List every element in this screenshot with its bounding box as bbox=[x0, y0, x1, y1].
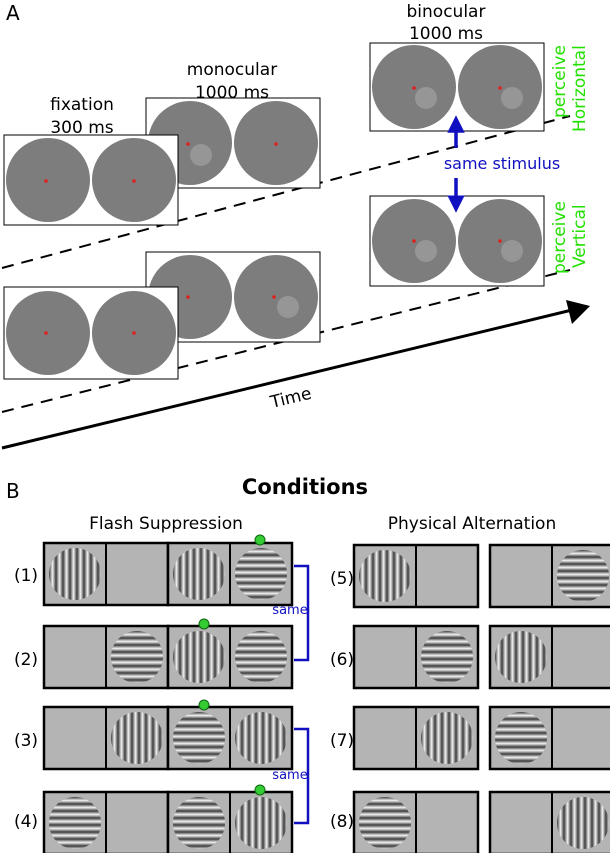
grating-horizontal bbox=[421, 631, 473, 683]
stimulus-frame bbox=[166, 624, 294, 690]
same-label-top: same bbox=[272, 603, 307, 618]
grating-patch-vertical bbox=[415, 87, 437, 109]
stimulus-frame bbox=[42, 624, 170, 690]
time-label: Time bbox=[268, 384, 314, 413]
grating-patch-horizontal bbox=[501, 87, 523, 109]
fixation-frame-bottom bbox=[3, 286, 179, 380]
fixation-label: fixation bbox=[50, 95, 114, 115]
stimulus-frame bbox=[42, 705, 170, 771]
grating-vertical bbox=[235, 797, 287, 849]
grating-vertical bbox=[495, 631, 547, 683]
marker-dot bbox=[198, 699, 210, 711]
grating-vertical bbox=[557, 797, 609, 849]
condition-label-7: (7) bbox=[330, 731, 354, 751]
panel-a-letter: A bbox=[6, 1, 20, 25]
fixation-dot bbox=[498, 86, 502, 90]
gray-disk bbox=[234, 255, 318, 339]
perceive-word-top: perceive bbox=[550, 45, 570, 118]
same-bracket-top bbox=[294, 564, 310, 662]
grating-vertical bbox=[235, 712, 287, 764]
grating-vertical bbox=[359, 550, 411, 602]
fixation-dot bbox=[498, 239, 502, 243]
stimulus-frame bbox=[488, 543, 610, 609]
stimulus-frame bbox=[352, 790, 480, 853]
grating-horizontal bbox=[235, 548, 287, 600]
grating-patch-horizontal bbox=[277, 296, 299, 318]
panel-b-letter: B bbox=[6, 479, 20, 503]
stimulus-frame bbox=[488, 705, 610, 771]
perceive-vertical-label: Vertical bbox=[570, 204, 590, 268]
same-label-bottom: same bbox=[272, 768, 307, 783]
physical-alternation-heading: Physical Alternation bbox=[388, 514, 556, 534]
gray-disk bbox=[6, 138, 90, 222]
grating-vertical bbox=[111, 712, 163, 764]
condition-label-8: (8) bbox=[330, 812, 354, 832]
marker-dot bbox=[254, 534, 266, 546]
binocular-frame-top bbox=[369, 42, 545, 132]
fixation-dot bbox=[412, 239, 416, 243]
grating-horizontal bbox=[235, 631, 287, 683]
marker-dot bbox=[254, 784, 266, 796]
stimulus-frame bbox=[166, 790, 294, 853]
conditions-title: Conditions bbox=[242, 475, 368, 499]
fixation-dot bbox=[272, 295, 276, 299]
gray-disk bbox=[6, 291, 90, 375]
condition-label-4: (4) bbox=[14, 812, 38, 832]
fixation-dot bbox=[186, 295, 190, 299]
dashed-divider-line-bottom bbox=[1, 269, 571, 413]
grating-patch-vertical bbox=[415, 240, 437, 262]
same-bracket-bottom bbox=[294, 727, 310, 825]
fixation-dot bbox=[132, 331, 136, 335]
stimulus-frame bbox=[166, 705, 294, 771]
grating-horizontal bbox=[111, 631, 163, 683]
stimulus-frame bbox=[488, 624, 610, 690]
stimulus-frame bbox=[42, 541, 170, 607]
marker-dot bbox=[198, 618, 210, 630]
stimulus-frame bbox=[166, 541, 294, 607]
condition-label-6: (6) bbox=[330, 650, 354, 670]
grating-horizontal bbox=[359, 797, 411, 849]
grating-horizontal bbox=[173, 797, 225, 849]
fixation-dot bbox=[186, 142, 190, 146]
condition-label-2: (2) bbox=[14, 650, 38, 670]
fixation-dot bbox=[274, 142, 278, 146]
condition-label-3: (3) bbox=[14, 731, 38, 751]
perceive-horizontal-label: Horizontal bbox=[570, 45, 590, 132]
condition-label-5: (5) bbox=[330, 569, 354, 589]
grating-horizontal bbox=[49, 797, 101, 849]
grating-horizontal bbox=[495, 712, 547, 764]
fixation-duration: 300 ms bbox=[50, 118, 113, 138]
grating-patch-horizontal bbox=[501, 240, 523, 262]
grating-vertical bbox=[49, 548, 101, 600]
fixation-frame-top bbox=[3, 134, 179, 226]
grating-vertical bbox=[173, 631, 225, 683]
binocular-frame-bottom bbox=[369, 195, 545, 287]
grating-vertical bbox=[421, 712, 473, 764]
condition-label-1: (1) bbox=[14, 566, 38, 586]
grating-patch-vertical bbox=[190, 144, 212, 166]
stimulus-frame bbox=[488, 790, 610, 853]
fixation-dot bbox=[412, 86, 416, 90]
grating-horizontal bbox=[557, 550, 609, 602]
stimulus-frame bbox=[42, 790, 170, 853]
monocular-label: monocular bbox=[187, 60, 277, 80]
binocular-duration: 1000 ms bbox=[409, 24, 483, 44]
same-stimulus-label: same stimulus bbox=[444, 154, 560, 173]
fixation-dot bbox=[44, 331, 48, 335]
time-arrow-head bbox=[566, 300, 590, 324]
time-arrow-line bbox=[1, 308, 573, 450]
stimulus-frame bbox=[352, 705, 480, 771]
binocular-label: binocular bbox=[407, 2, 486, 22]
flash-suppression-heading: Flash Suppression bbox=[89, 514, 243, 534]
fixation-dot bbox=[132, 179, 136, 183]
stimulus-frame bbox=[352, 543, 480, 609]
fixation-dot bbox=[44, 179, 48, 183]
stimulus-frame bbox=[352, 624, 480, 690]
grating-vertical bbox=[173, 548, 225, 600]
dashed-divider-line-top bbox=[1, 115, 571, 269]
grating-horizontal bbox=[173, 712, 225, 764]
perceive-word-bottom: perceive bbox=[550, 201, 570, 274]
stimulus-panels bbox=[42, 541, 610, 853]
